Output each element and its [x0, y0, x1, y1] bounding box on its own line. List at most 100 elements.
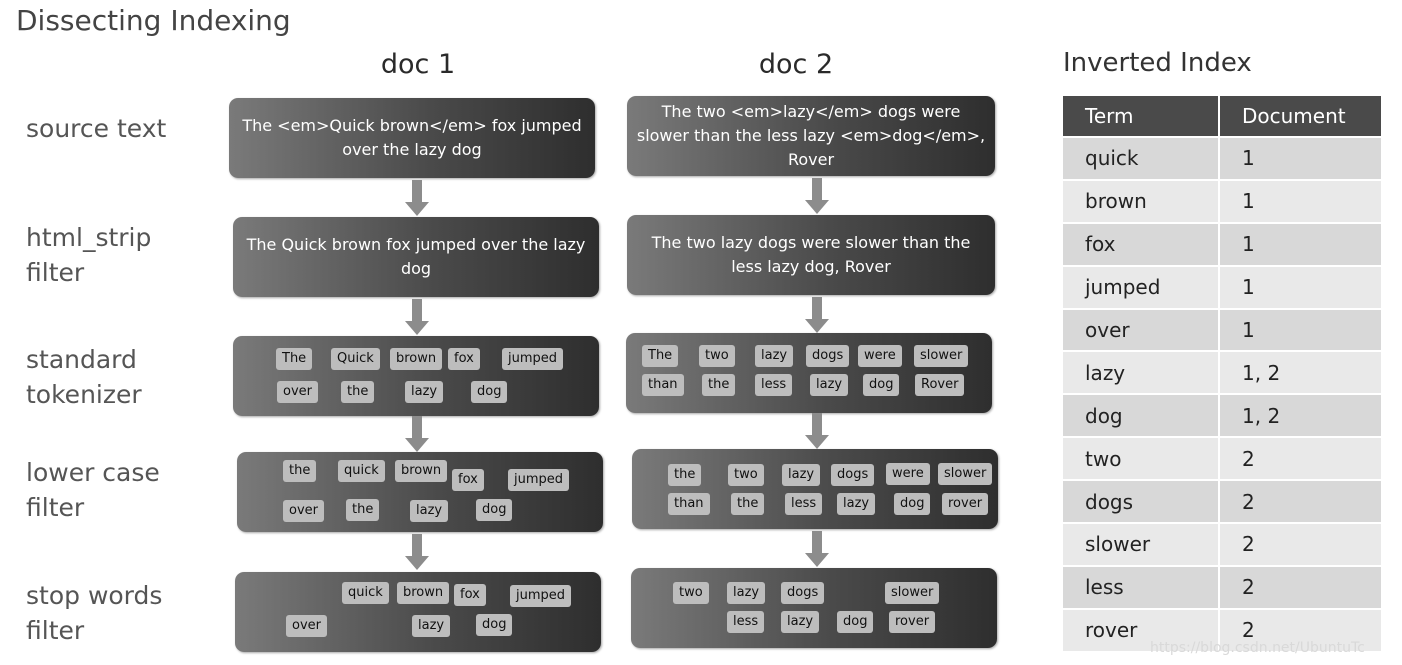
token: over: [277, 381, 318, 403]
token: fox: [448, 348, 480, 370]
document-cell: 2: [1218, 564, 1381, 608]
token: slower: [938, 463, 993, 485]
doc2-stop-box: two lazy dogs slower less lazy dog rover: [631, 568, 997, 648]
token: dog: [476, 499, 513, 521]
row-label-line: filter: [26, 616, 85, 645]
token: dogs: [806, 345, 850, 367]
document-cell: 2: [1218, 436, 1381, 480]
down-arrow-icon: [405, 299, 429, 335]
token: The: [642, 345, 679, 367]
token: jumped: [510, 585, 572, 607]
term-cell: over: [1063, 307, 1218, 351]
token: two: [673, 582, 709, 604]
row-label-line: filter: [26, 258, 85, 287]
doc2-tokens-box: The two lazy dogs were slower than the l…: [626, 333, 992, 413]
token: jumped: [508, 469, 570, 491]
token: brown: [395, 460, 448, 482]
row-label-line: tokenizer: [26, 380, 142, 409]
row-label-tokenizer: standard tokenizer: [26, 342, 142, 412]
doc2-lower-box: the two lazy dogs were slower than the l…: [632, 449, 998, 529]
token: dogs: [781, 582, 825, 604]
token: over: [283, 500, 324, 522]
token: two: [699, 345, 735, 367]
token: quick: [342, 582, 389, 604]
row-label-stopwords: stop words filter: [26, 578, 162, 648]
token: lazy: [781, 611, 820, 633]
term-cell: quick: [1063, 136, 1218, 179]
token: were: [858, 345, 902, 367]
doc1-stripped-box: The Quick brown fox jumped over the lazy…: [233, 217, 599, 297]
doc1-lower-box: the quick brown fox jumped over the lazy…: [237, 452, 603, 532]
token: the: [341, 381, 375, 403]
token: dogs: [831, 464, 875, 486]
token: brown: [390, 348, 443, 370]
inverted-index-title: Inverted Index: [1063, 48, 1252, 78]
token: lazy: [810, 374, 849, 396]
token: jumped: [502, 348, 564, 370]
token: the: [702, 374, 736, 396]
token: slower: [914, 345, 969, 367]
document-cell: 1: [1218, 307, 1381, 351]
token: Quick: [331, 348, 380, 370]
token: lazy: [837, 493, 876, 515]
token: rover: [889, 611, 936, 633]
token: lazy: [405, 381, 444, 403]
watermark: https://blog.csdn.net/UbuntuTc: [1150, 640, 1365, 656]
document-cell: 2: [1218, 479, 1381, 523]
token: slower: [885, 582, 940, 604]
term-cell: two: [1063, 436, 1218, 480]
doc1-source-box: The <em>Quick brown</em> fox jumped over…: [229, 98, 595, 178]
table-header-row: Term Document: [1063, 96, 1381, 136]
row-label-line: lower case: [26, 458, 160, 487]
doc2-source-box: The two <em>lazy</em> dogs were slower t…: [627, 96, 995, 176]
term-cell: dogs: [1063, 479, 1218, 523]
row-label-line: filter: [26, 493, 85, 522]
doc1-heading: doc 1: [380, 49, 456, 80]
token: rover: [942, 493, 989, 515]
token: the: [346, 499, 380, 521]
token: dog: [863, 374, 900, 396]
token: than: [642, 374, 684, 396]
term-cell: fox: [1063, 221, 1218, 265]
header-document: Document: [1218, 96, 1381, 136]
token: lazy: [727, 582, 766, 604]
document-cell: 1: [1218, 221, 1381, 265]
token: less: [785, 493, 823, 515]
doc1-stop-box: quick brown fox jumped over lazy dog: [235, 572, 601, 652]
token: Rover: [915, 374, 965, 396]
document-cell: 1: [1218, 178, 1381, 222]
token: dog: [894, 493, 931, 515]
row-label-lowercase: lower case filter: [26, 455, 160, 525]
token: were: [886, 463, 930, 485]
row-label-source: source text: [26, 111, 166, 146]
row-label-line: html_strip: [26, 223, 152, 252]
down-arrow-icon: [805, 178, 829, 214]
row-label-line: standard: [26, 345, 137, 374]
page-title: Dissecting Indexing: [16, 4, 291, 37]
token: than: [668, 493, 710, 515]
header-term: Term: [1063, 96, 1218, 136]
token: dog: [476, 614, 513, 636]
term-cell: dog: [1063, 393, 1218, 437]
token: lazy: [412, 615, 451, 637]
document-cell: 1: [1218, 264, 1381, 308]
token: dog: [471, 381, 508, 403]
document-cell: 2: [1218, 522, 1381, 565]
document-cell: 1: [1218, 136, 1381, 179]
document-cell: 1, 2: [1218, 350, 1381, 394]
token: less: [727, 611, 765, 633]
term-cell: lazy: [1063, 350, 1218, 394]
token: dog: [837, 611, 874, 633]
term-cell: jumped: [1063, 264, 1218, 308]
down-arrow-icon: [405, 416, 429, 452]
token: the: [731, 493, 765, 515]
token: lazy: [782, 464, 821, 486]
row-label-html-strip: html_strip filter: [26, 220, 151, 290]
